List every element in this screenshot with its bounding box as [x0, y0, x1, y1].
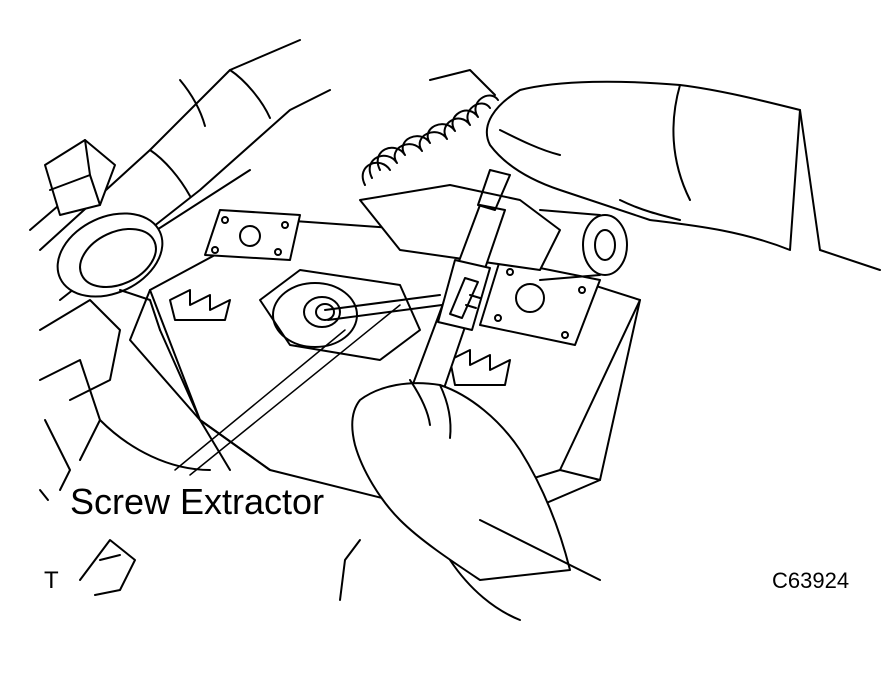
bearing-pocket: [259, 269, 421, 361]
lower-hand: [339, 379, 601, 621]
tap-wrench: [409, 169, 511, 401]
mounting-plate-right: [479, 259, 601, 346]
tilt-spring: [361, 69, 499, 186]
column-collar: [56, 212, 164, 298]
housing-tabs: [169, 289, 511, 386]
upper-hand: [485, 80, 881, 271]
mounting-plate-left: [204, 209, 301, 261]
corner-mark-label: T: [44, 567, 59, 594]
callout-leader: [174, 304, 401, 476]
lower-fragment: [39, 489, 136, 596]
lock-mechanism: [359, 184, 628, 281]
screw-extractor-shaft: [324, 294, 443, 321]
lower-left-structure: [39, 289, 231, 491]
part-callout-label: Screw Extractor: [70, 481, 325, 522]
figure-code-label: C63924: [772, 568, 850, 593]
side-bracket: [44, 139, 116, 216]
